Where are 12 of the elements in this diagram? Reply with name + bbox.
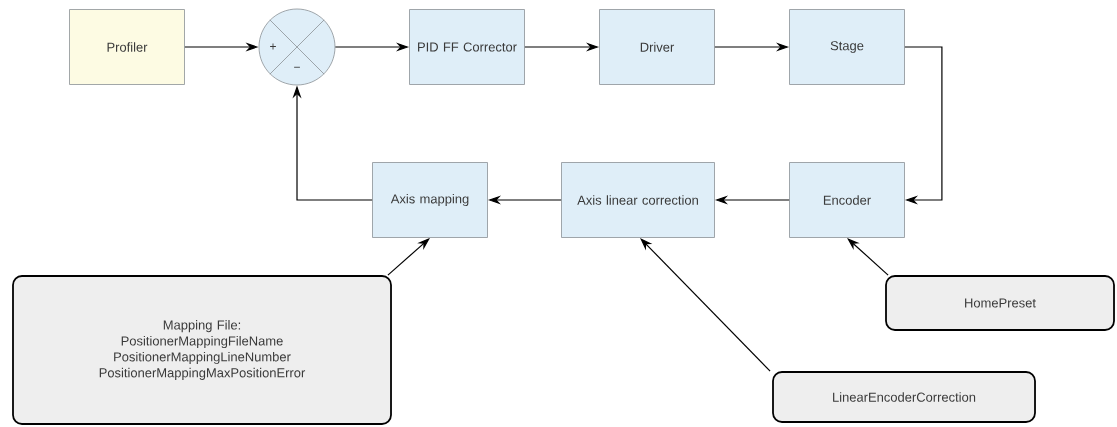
parameter-box: Mapping File: PositionerMappingFileName PositionerMappingLineNumber PositionerMappingMaxPositionError bbox=[12, 275, 392, 425]
parameter-box: HomePreset bbox=[885, 275, 1115, 331]
process-box: PID FF Corrector bbox=[409, 9, 525, 85]
process-box: Axis linear correction bbox=[561, 162, 715, 238]
profiler-box: Profiler bbox=[69, 9, 185, 85]
process-box: Axis mapping bbox=[372, 162, 488, 238]
process-box: Stage bbox=[789, 9, 905, 85]
process-box: Encoder bbox=[789, 162, 905, 238]
arrow bbox=[904, 46, 943, 205]
parameter-box: LinearEncoderCorrection bbox=[772, 371, 1036, 423]
summing-junction: + − bbox=[258, 8, 336, 86]
process-box: Driver bbox=[599, 9, 715, 85]
